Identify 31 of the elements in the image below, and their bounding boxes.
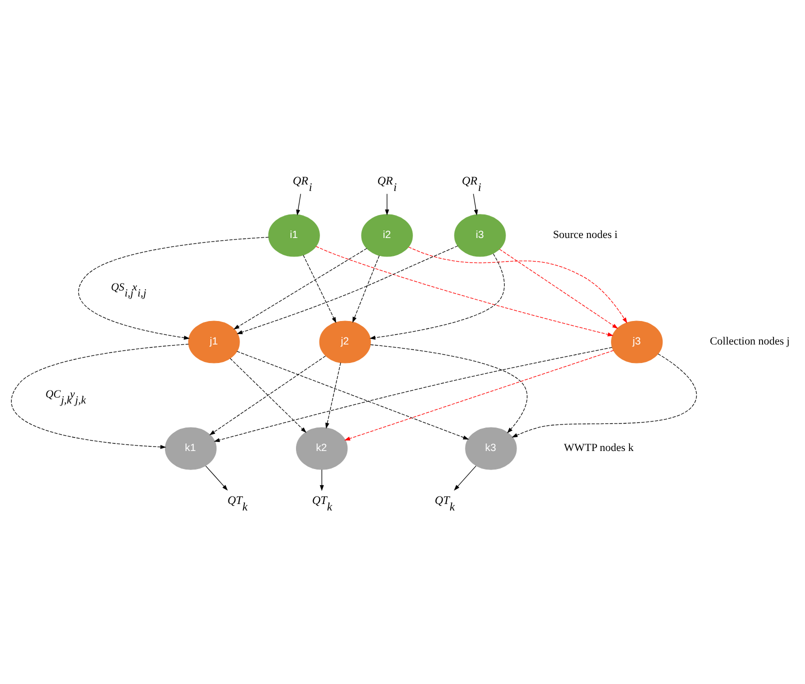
- arrow: [236, 351, 469, 440]
- arrow: [325, 362, 341, 429]
- node-ellipse: i3: [454, 214, 506, 257]
- arrow: [499, 248, 618, 329]
- arrow: [408, 246, 628, 324]
- arrow: [302, 254, 336, 324]
- arrow: [352, 255, 380, 323]
- label: Source nodes i: [552, 229, 618, 242]
- arrow: [296, 194, 301, 216]
- node-ellipse: j2: [319, 320, 371, 364]
- label: Collection nodes j: [710, 336, 790, 348]
- arrow: [11, 344, 189, 449]
- arrow: [385, 194, 390, 216]
- arrow: [512, 354, 697, 438]
- arrow: [370, 253, 505, 340]
- arrow: [209, 356, 326, 436]
- arrow: [370, 344, 528, 434]
- label: WWTP nodes k: [564, 442, 634, 454]
- arrow: [236, 246, 458, 334]
- arrow: [230, 358, 306, 433]
- arrow: [316, 246, 614, 336]
- arrow: [78, 236, 269, 340]
- arrow: [454, 466, 476, 491]
- arrow: [234, 248, 368, 330]
- arrow: [205, 466, 228, 491]
- node-ellipse: i2: [361, 214, 413, 257]
- arrow: [320, 469, 324, 491]
- arrow: [344, 350, 614, 440]
- arrow: [473, 194, 478, 216]
- arrow: [214, 347, 612, 442]
- node-ellipse: i1: [268, 214, 320, 257]
